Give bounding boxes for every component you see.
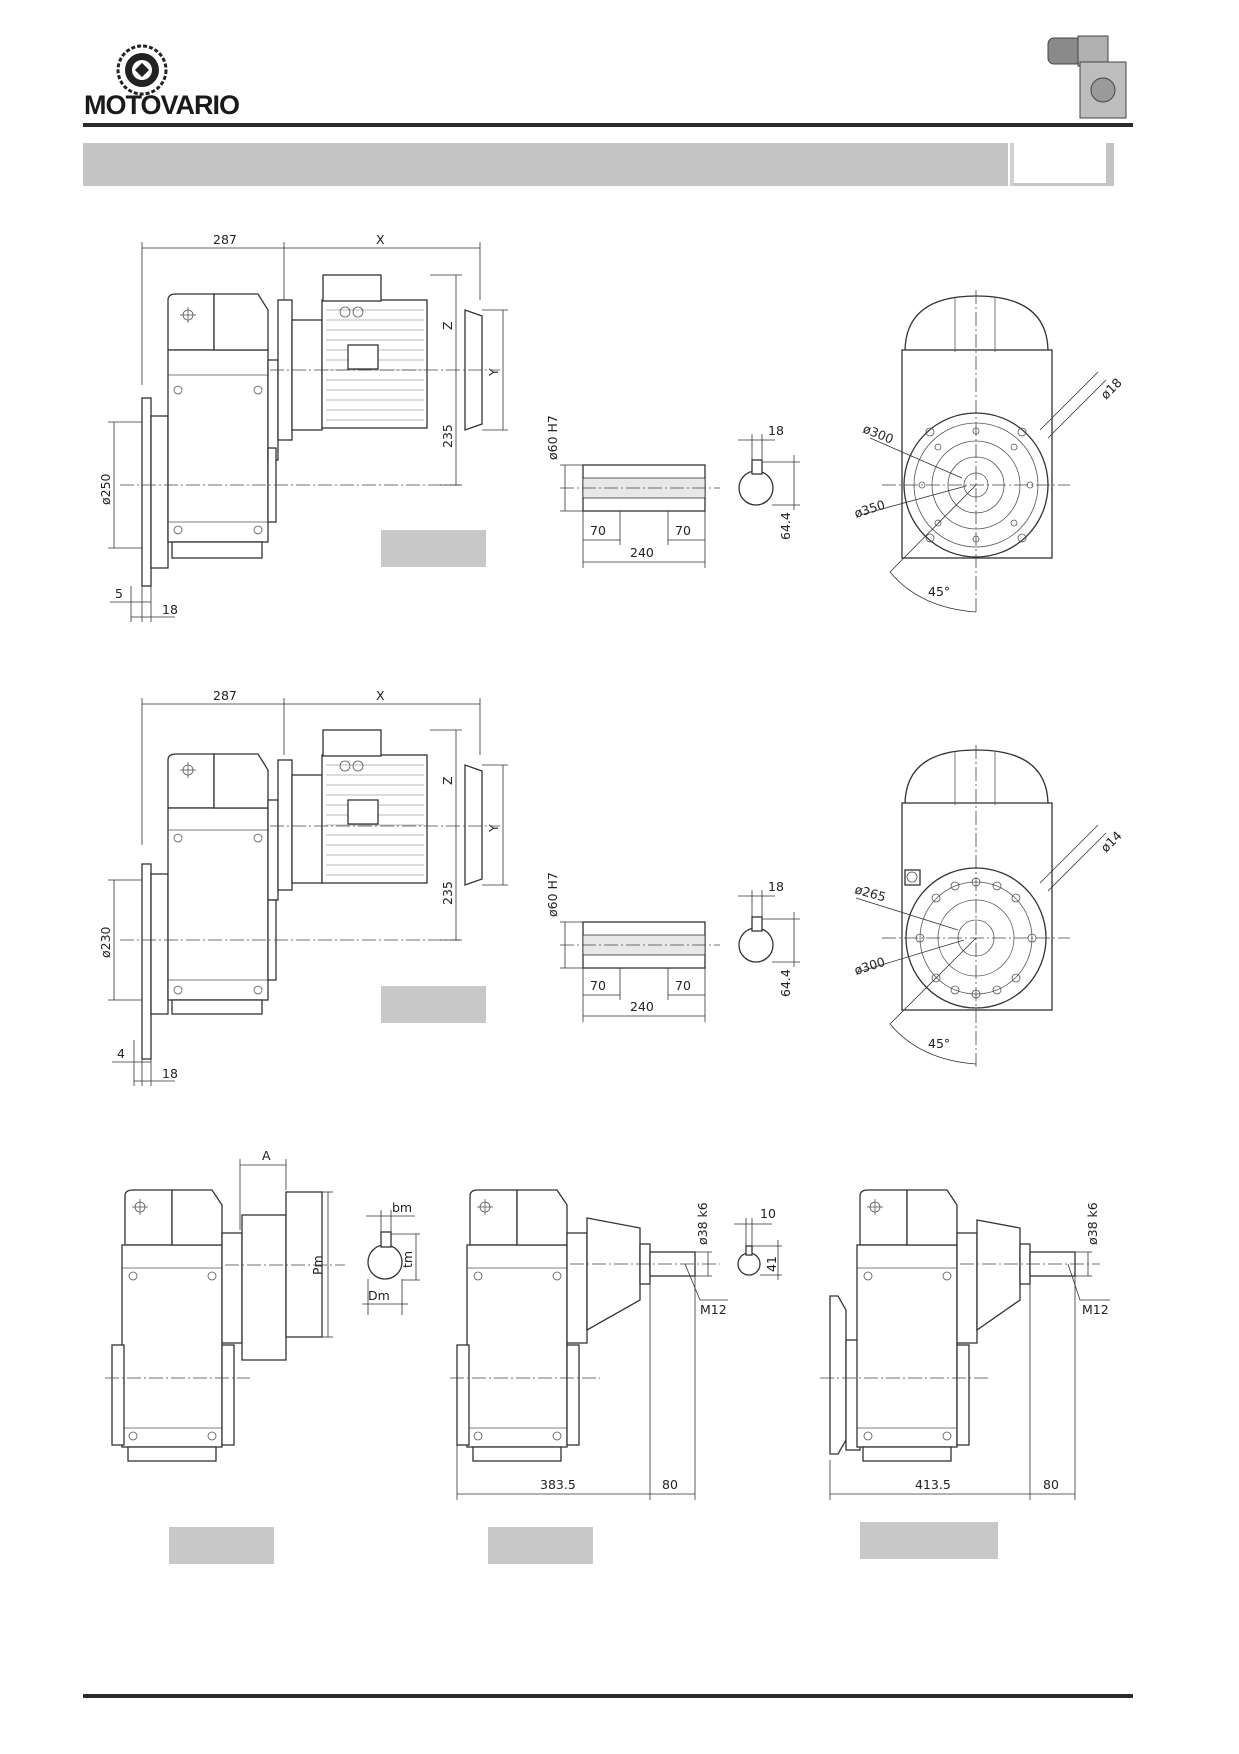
dim-thread-view4: M12 bbox=[700, 1302, 727, 1317]
dim-bore-shaft2: ø60 H7 bbox=[545, 872, 560, 917]
flange-front-view-1: ø18 ø300 ø350 45° bbox=[852, 290, 1125, 615]
dim-70-right-shaft2: 70 bbox=[675, 978, 691, 993]
caption-box-view4 bbox=[488, 1527, 593, 1564]
dim-70-left-shaft1: 70 bbox=[590, 523, 606, 538]
dim-shaft-dia-view4: ø38 k6 bbox=[695, 1202, 710, 1245]
gearmotor-side-view-1: 287 X bbox=[98, 232, 508, 622]
dim-length-view5: 413.5 bbox=[915, 1477, 951, 1492]
dim-offset-view1: 5 bbox=[115, 586, 123, 601]
dim-y-view1: Y bbox=[486, 368, 501, 377]
dim-18-view1: 18 bbox=[162, 602, 178, 617]
dim-key-width-shaft1: 18 bbox=[768, 423, 784, 438]
dim-pcd-large-flange1: ø350 bbox=[852, 497, 887, 521]
dim-pcd-small-flange1: ø300 bbox=[861, 421, 896, 447]
dim-thread-view5: M12 bbox=[1082, 1302, 1109, 1317]
dim-angle-flange1: 45° bbox=[928, 584, 950, 599]
caption-box-view5 bbox=[860, 1522, 998, 1559]
logo-emblem-icon bbox=[116, 44, 168, 96]
caption-box-view3 bbox=[169, 1527, 274, 1564]
product-thumbnail bbox=[1040, 30, 1135, 122]
dim-dm-view3: Dm bbox=[368, 1288, 390, 1303]
dim-flange-dia-view1: ø250 bbox=[98, 473, 113, 505]
footer-rule bbox=[83, 1694, 1133, 1698]
dim-offset-view2: 4 bbox=[117, 1046, 125, 1061]
gear-unit-with-flange-and-solid-shaft: ø38 k6 M12 413.5 80 bbox=[820, 1189, 1110, 1500]
header-rule bbox=[83, 123, 1133, 127]
dim-y-view2: Y bbox=[486, 824, 501, 833]
dim-key-height-shaft2: 64.4 bbox=[778, 969, 793, 997]
dim-a-view3: A bbox=[262, 1148, 271, 1163]
motovario-logo bbox=[82, 40, 252, 120]
dim-240-shaft2: 240 bbox=[630, 999, 654, 1014]
dim-z-view1: Z bbox=[440, 321, 455, 330]
dim-pcd-small-flange2: ø265 bbox=[853, 881, 887, 904]
dim-287-view1: 287 bbox=[213, 232, 237, 247]
dim-bore-shaft1: ø60 H7 bbox=[545, 415, 560, 460]
dim-tm-view3: tm bbox=[400, 1251, 415, 1268]
dim-flange-dia-view2: ø230 bbox=[98, 926, 113, 958]
dim-18-view2: 18 bbox=[162, 1066, 178, 1081]
caption-box-view2 bbox=[381, 986, 486, 1023]
dim-key-width-shaft2: 18 bbox=[768, 879, 784, 894]
gear-unit-with-solid-input-shaft: ø38 k6 M12 10 41 383.5 80 bbox=[450, 1189, 782, 1500]
dim-key-height-view4: 41 bbox=[764, 1256, 779, 1272]
dim-70-left-shaft2: 70 bbox=[590, 978, 606, 993]
dim-bm-view3: bm bbox=[392, 1200, 412, 1215]
dim-z-view2: Z bbox=[440, 776, 455, 785]
hollow-shaft-1: ø60 H7 70 70 240 18 64.4 bbox=[545, 415, 800, 568]
dim-key-height-shaft1: 64.4 bbox=[778, 512, 793, 540]
dim-shaft-len-view4: 80 bbox=[662, 1477, 678, 1492]
section-code-frame bbox=[1014, 143, 1114, 186]
section-header-band bbox=[83, 143, 1008, 186]
dim-240-shaft1: 240 bbox=[630, 545, 654, 560]
gear-unit-with-input-flange: A Pm bm tm Dm bbox=[105, 1148, 420, 1462]
dim-pm-view3: Pm bbox=[310, 1255, 325, 1275]
caption-box-view1 bbox=[381, 530, 486, 567]
brand-name: MOTOVARIO bbox=[84, 90, 240, 120]
dim-x-view2: X bbox=[376, 688, 385, 703]
dim-length-view4: 383.5 bbox=[540, 1477, 576, 1492]
dim-shaft-dia-view5: ø38 k6 bbox=[1085, 1202, 1100, 1245]
dim-angle-flange2: 45° bbox=[928, 1036, 950, 1051]
dim-key-width-view4: 10 bbox=[760, 1206, 776, 1221]
dim-235-view1: 235 bbox=[440, 424, 455, 448]
gearmotor-side-view-2: 287 X bbox=[98, 688, 508, 1086]
section-code-box bbox=[1010, 143, 1014, 186]
dim-235-view2: 235 bbox=[440, 881, 455, 905]
dim-70-right-shaft1: 70 bbox=[675, 523, 691, 538]
dim-shaft-len-view5: 80 bbox=[1043, 1477, 1059, 1492]
dim-hole-flange2: ø14 bbox=[1098, 828, 1125, 855]
dim-x-view1: X bbox=[376, 232, 385, 247]
dim-hole-flange1: ø18 bbox=[1098, 375, 1125, 402]
dim-287-view2: 287 bbox=[213, 688, 237, 703]
hollow-shaft-2: ø60 H7 70 70 240 18 64.4 bbox=[545, 872, 800, 1022]
dim-pcd-large-flange2: ø300 bbox=[852, 954, 887, 978]
flange-front-view-2: ø14 ø265 ø300 45° bbox=[852, 745, 1125, 1068]
